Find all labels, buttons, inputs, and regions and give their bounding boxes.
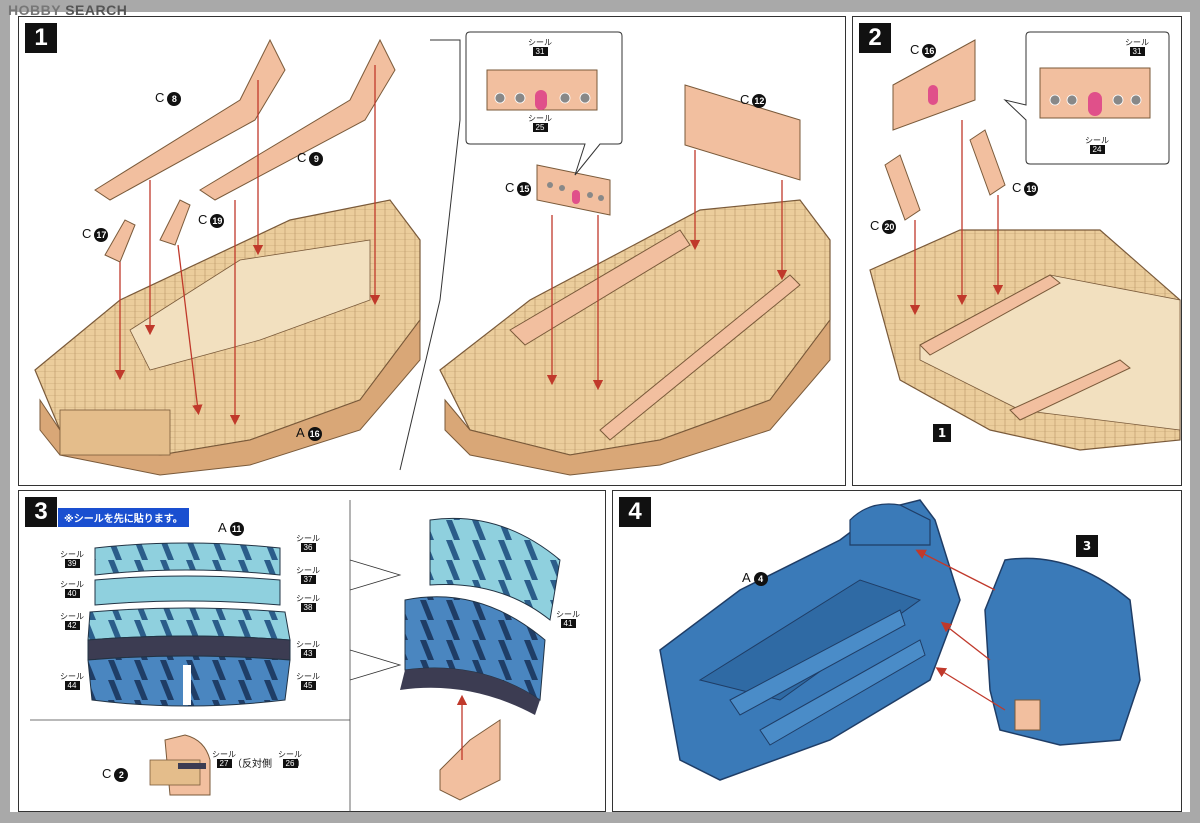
step2-parts [884, 39, 1006, 221]
step2-hull [869, 229, 1181, 451]
step1-parts-right [536, 84, 801, 216]
step-number: 1 [25, 23, 57, 53]
step3-drum [87, 542, 291, 707]
watermark: HOBBY SEARCH [8, 2, 128, 18]
close-paren: ） [296, 759, 306, 770]
step-number: 2 [859, 23, 891, 53]
sticker-first-note: ※シールを先に貼ります。 [58, 508, 189, 527]
step1-hull-right [439, 199, 831, 476]
step4-stern-part [984, 557, 1141, 746]
step-ref-1: 1 [933, 424, 951, 442]
step-number: 4 [619, 497, 651, 527]
step-number: 3 [25, 497, 57, 527]
opposite-side-note: （反対側 [232, 759, 272, 770]
step4-hull [659, 499, 961, 781]
step1-parts-left [94, 38, 396, 263]
step1-hull-left [34, 199, 421, 476]
step3-drum-3d [400, 517, 561, 801]
step-ref-3: 3 [1076, 535, 1098, 557]
step3-c2-part [149, 734, 211, 796]
